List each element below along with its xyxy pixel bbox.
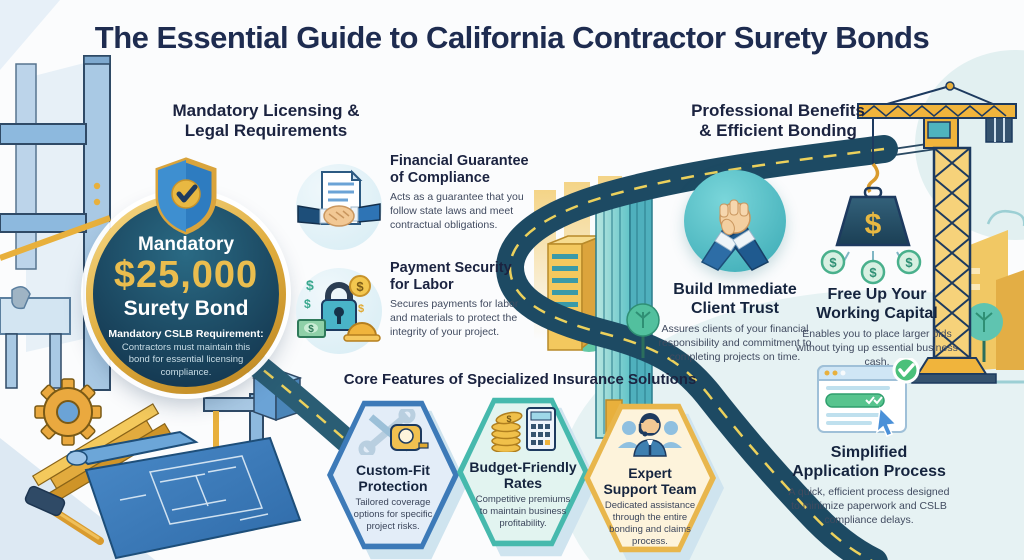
tools-tape-measure-icon [357,406,429,460]
browser-check-icon [814,356,926,447]
gear-icon [34,378,102,446]
benefit-title: Free Up Your Working Capital [816,286,938,323]
feature-title: Payment Security for Labor [390,260,512,293]
tree-icon [626,303,660,358]
benefit-body: Assures clients of your financial respon… [658,323,812,363]
hammer-icon [24,485,104,545]
application-title: Simplified Application Process [792,444,946,481]
svg-text:$: $ [905,255,913,270]
feature-payment-security: Payment Security for Labor Secures payme… [390,260,532,339]
page-title: The Essential Guide to California Contra… [94,20,930,55]
svg-text:$: $ [829,255,837,270]
core-feature-body: Tailored coverage options for specific p… [353,497,433,532]
badge-requirement-body: Contractors must maintain this bond for … [121,341,251,378]
benefit-working-capital: Free Up Your Working Capital Enables you… [792,285,962,369]
svg-text:$: $ [308,324,314,335]
benefit-client-trust: Build Immediate Client Trust Assures cli… [650,280,820,364]
padlock-payment-icon: $ $ $ $ $ [296,268,382,354]
svg-text:$: $ [306,277,314,293]
scaffold-structure [0,55,112,391]
feature-financial-guarantee: Financial Guarantee of Compliance Acts a… [390,153,532,232]
core-feature-title: Custom-Fit Protection [356,462,430,495]
left-section-header: Mandatory Licensing & Legal Requirements [172,101,360,141]
application-body: A quick, efficient process designed to m… [788,486,950,526]
badge-amount: $25,000 [113,254,259,296]
badge-label-top: Mandatory [137,234,235,255]
svg-text:$: $ [358,303,364,315]
shield-check-icon [150,156,222,241]
core-feature-body: Dedicated assistance through the entire … [604,500,696,547]
core-feature-card-budget: $ Budget-Friendly Rates Competitive prem… [457,393,597,557]
core-feature-card-support: Expert Support Team Dedicated assistance… [584,399,724,560]
badge-requirement-title: Mandatory CSLB Requirement: [108,327,264,340]
core-feature-title: Budget-Friendly Rates [469,459,577,492]
badge-label-bottom: Surety Bond [123,296,249,320]
core-feature-body: Competitive premiums to maintain busines… [475,494,571,529]
benefit-body: Enables you to place larger bids without… [796,328,958,368]
right-section-header: Professional Benefits & Efficient Bondin… [691,101,865,141]
svg-text:$: $ [304,297,311,311]
feature-title: Financial Guarantee of Compliance [390,153,529,186]
benefit-title: Build Immediate Client Trust [673,281,797,318]
svg-text:$: $ [506,414,511,424]
blueprint [66,430,302,560]
support-agent-icon [614,412,686,463]
feature-body: Secures payments for labor and materials… [390,298,519,338]
svg-text:$: $ [356,279,364,294]
handshake-document-icon [296,164,382,250]
core-feature-title: Expert Support Team [603,465,697,498]
core-section-header: Core Features of Specialized Insurance S… [343,371,697,388]
clasped-hands-icon [684,170,786,272]
svg-text:$: $ [865,208,882,241]
dollar-weight-icon: $ $ $ $ [820,186,922,285]
svg-text:$: $ [869,265,877,280]
feature-body: Acts as a guarantee that you follow stat… [390,191,524,231]
application-process-block: Simplified Application Process A quick, … [784,443,954,527]
coins-calculator-icon: $ [487,406,559,457]
core-feature-card-custom-fit: Custom-Fit Protection Tailored coverage … [327,396,467,560]
